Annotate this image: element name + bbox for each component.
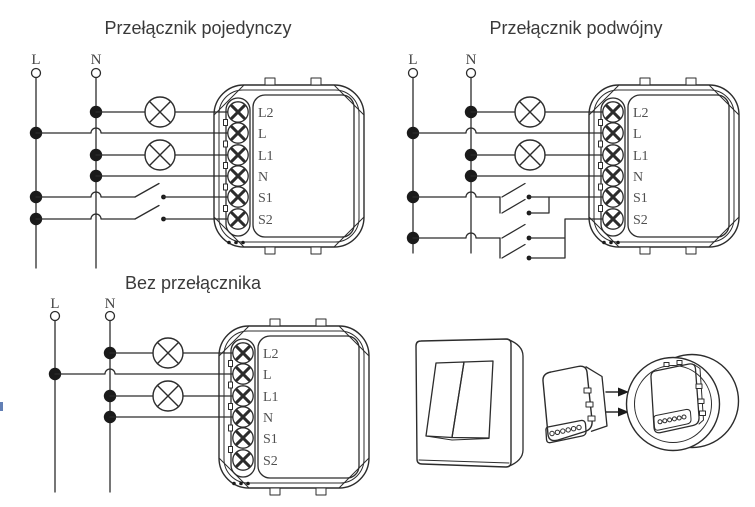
live-terminal-circle: [407, 67, 419, 79]
terminal-label-l1: L1: [633, 149, 649, 164]
terminal-label-l: L: [263, 368, 272, 383]
terminal-label-l2: L2: [633, 106, 649, 121]
switch-icon: [134, 204, 166, 222]
relay-module: [587, 76, 741, 256]
live-wire-label: L: [408, 52, 417, 68]
rocker-right: [451, 360, 494, 439]
neutral-terminal-circle: [465, 67, 477, 79]
installation-illustration: [415, 338, 740, 468]
diagram-double-switch: Przełącznik podwójny L N: [406, 18, 741, 261]
lamp-icon: [152, 380, 184, 412]
edge-artifact: [0, 402, 3, 411]
junction-box: [625, 353, 740, 452]
terminal-label-l2: L2: [263, 347, 279, 362]
terminal-strip-3d: [545, 419, 587, 444]
lamp-icon: [514, 139, 546, 171]
wire-switchgroup1-feed: [412, 191, 501, 198]
relay-module-in-box: [650, 360, 706, 434]
terminal-label-l1: L1: [258, 149, 274, 164]
wire-switch1-feed: [35, 191, 136, 198]
neutral-terminal-circle: [90, 67, 102, 79]
terminal-label-s1: S1: [263, 432, 278, 447]
live-wire-label: L: [50, 296, 59, 312]
lamp-icon: [144, 139, 176, 171]
terminal-label-l2: L2: [258, 106, 274, 121]
lamp-icon: [152, 337, 184, 369]
switch-icon: [134, 182, 166, 200]
neutral-terminal-circle: [104, 310, 116, 322]
lamp-icon: [144, 96, 176, 128]
diagram-title: Bez przełącznika: [125, 273, 262, 293]
double-switch-icon: [499, 182, 532, 216]
wire-switchgroup2-feed: [412, 232, 501, 239]
double-switch-icon: [499, 223, 532, 261]
terminal-label-l: L: [258, 127, 267, 142]
neutral-wire-label: N: [105, 296, 116, 312]
arrow-right-icon: [618, 387, 629, 397]
live-wire-label: L: [31, 52, 40, 68]
neutral-wire-label: N: [466, 52, 477, 68]
relay-module: [212, 76, 366, 256]
lamp-icon: [514, 96, 546, 128]
wall-switch: [415, 338, 524, 468]
live-terminal-circle: [49, 310, 61, 322]
terminal-label-s1: S1: [633, 191, 648, 206]
terminal-label-s2: S2: [633, 213, 648, 228]
terminal-label-s1: S1: [258, 191, 273, 206]
relay-module-3d: [542, 365, 608, 444]
mounting-arrows: [605, 387, 629, 417]
diagram-single-switch: Przełącznik pojedynczy L N: [29, 18, 366, 269]
terminal-label-l1: L1: [263, 390, 279, 405]
terminal-label-n: N: [263, 411, 273, 426]
terminal-label-l: L: [633, 127, 642, 142]
relay-module: [217, 317, 371, 497]
live-terminal-circle: [30, 67, 42, 79]
wire-s2: [528, 218, 604, 259]
wire-switch2-feed: [35, 213, 136, 220]
diagram-title: Przełącznik pojedynczy: [104, 18, 291, 38]
wire-live-feed: [54, 368, 234, 375]
terminal-label-s2: S2: [263, 454, 278, 469]
wire-live-feed: [412, 127, 604, 134]
diagram-title: Przełącznik podwójny: [489, 18, 662, 38]
terminal-label-s2: S2: [258, 213, 273, 228]
wire-s1-join: [528, 196, 550, 214]
arrow-right-icon: [618, 407, 629, 417]
terminal-label-n: N: [258, 170, 268, 185]
diagram-without-switch: Bez przełącznika L N L2 L L1 N S1: [48, 273, 371, 497]
terminal-label-n: N: [633, 170, 643, 185]
neutral-wire-label: N: [91, 52, 102, 68]
wire-live-feed: [35, 127, 229, 134]
